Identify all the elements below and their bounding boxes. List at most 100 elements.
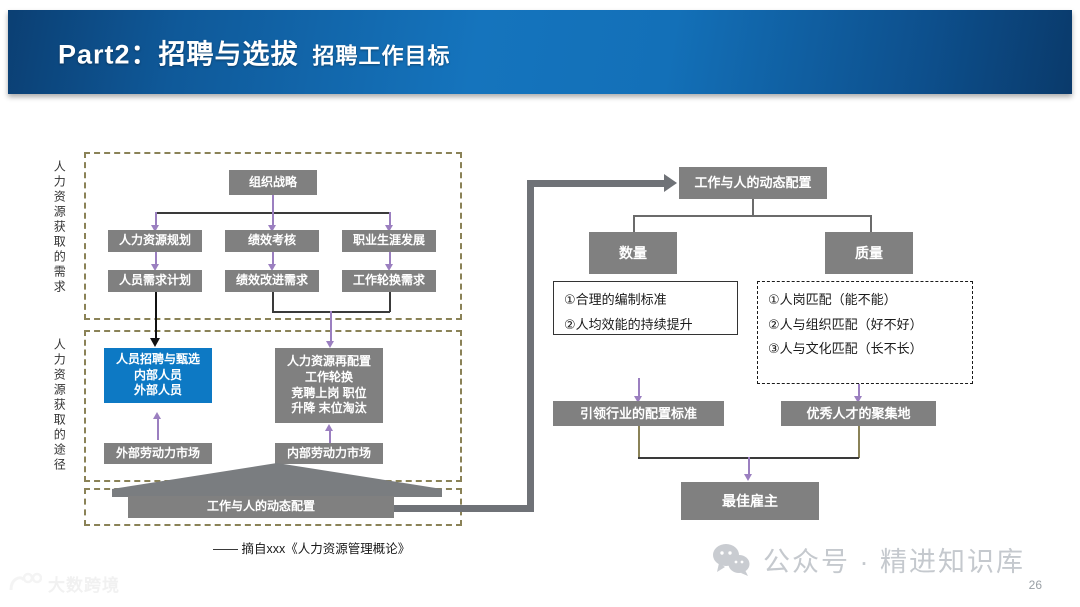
node-recruitment-line-2: 内部人员 xyxy=(133,367,182,382)
connector-demandplan-to-recruit xyxy=(155,292,157,340)
node-hr-reallocation-line-2: 工作轮换 xyxy=(304,369,353,384)
side-label-demand: 人力资源获取的需求 xyxy=(52,160,67,295)
node-staff-demand-plan[interactable]: 人员需求计划 xyxy=(108,270,202,292)
connector-career-to-rotation xyxy=(389,252,391,265)
connector-improve-down xyxy=(272,292,274,312)
node-internal-labour-market[interactable]: 内部劳动力市场 xyxy=(275,443,383,464)
arrow-career-to-rotation xyxy=(385,264,393,271)
arrow-quality-to-outcome xyxy=(854,396,862,403)
connector-to-hr-planning xyxy=(155,212,157,226)
arrow-external-market-up xyxy=(153,412,161,419)
watermark-left-label: 大数跨境 xyxy=(48,575,120,595)
node-external-labour-market[interactable]: 外部劳动力市场 xyxy=(104,443,212,464)
node-hr-reallocation[interactable]: 人力资源再配置 工作轮换 竞聘上岗 职位 升降 末位淘汰 xyxy=(275,348,383,423)
node-external-labour-market-label: 外部劳动力市场 xyxy=(115,445,200,460)
connector-bridge-horizontal-bottom xyxy=(394,505,534,512)
arrow-quantity-to-outcome xyxy=(634,396,642,403)
node-performance-review-label: 绩效考核 xyxy=(247,233,296,248)
connector-industry-down xyxy=(638,426,640,458)
node-best-employer[interactable]: 最佳雇主 xyxy=(681,482,819,520)
connector-rotation-down xyxy=(389,292,391,312)
node-organization-strategy-label: 组织战略 xyxy=(248,174,297,189)
node-quantity[interactable]: 数量 xyxy=(589,232,677,274)
page-title-main: Part2：招聘与选拔 xyxy=(58,39,299,70)
connector-quantity-to-outcome xyxy=(638,378,640,398)
node-quantity-label: 数量 xyxy=(619,244,647,261)
arrow-merge-to-realloc xyxy=(326,341,334,348)
node-quality[interactable]: 质量 xyxy=(825,232,913,274)
citation-text: —— 摘自xxx《人力资源管理概论》 xyxy=(213,542,411,556)
panel-quality-items: ①人岗匹配（能不能） ②人与组织匹配（好不好） ③人与文化匹配（长不长） xyxy=(757,281,973,384)
connector-to-quality xyxy=(870,215,872,233)
quality-item-1: ①人岗匹配（能不能） xyxy=(768,292,897,307)
arrow-bus-to-final xyxy=(744,474,752,481)
node-hr-reallocation-line-4: 升降 末位淘汰 xyxy=(291,401,367,416)
quantity-item-2: ②人均效能的持续提升 xyxy=(564,316,693,332)
quantity-item-1: ①合理的编制标准 xyxy=(564,292,667,307)
watermark-left: 大数跨境 xyxy=(8,566,158,600)
node-recruitment-line-3: 外部人员 xyxy=(133,383,182,398)
node-job-rotation-demand[interactable]: 工作轮换需求 xyxy=(342,270,436,292)
connector-external-market-up xyxy=(157,418,159,440)
node-recruitment-line-1: 人员招聘与甄选 xyxy=(115,351,200,366)
node-performance-improve-demand-label: 绩效改进需求 xyxy=(235,273,308,288)
node-staff-demand-plan-label: 人员需求计划 xyxy=(118,273,191,288)
connector-planning-to-demandplan xyxy=(155,252,157,265)
slide-header-banner: Part2：招聘与选拔招聘工作目标 xyxy=(8,10,1072,94)
connector-quality-to-outcome xyxy=(858,384,860,398)
node-industry-standard-label: 引领行业的配置标准 xyxy=(579,405,697,421)
node-dynamic-allocation-left[interactable]: 工作与人的动态配置 xyxy=(128,496,394,518)
arrow-internal-market-up xyxy=(325,424,333,431)
node-hr-reallocation-line-3: 竞聘上岗 职位 xyxy=(291,385,367,400)
node-talent-hub[interactable]: 优秀人才的聚集地 xyxy=(781,401,936,426)
node-job-rotation-demand-label: 工作轮换需求 xyxy=(352,273,425,288)
dashukuajing-logo-icon xyxy=(9,572,42,591)
quality-item-3: ③人与文化匹配（长不长） xyxy=(768,341,923,357)
page-number: 26 xyxy=(1028,578,1042,592)
arrow-bridge-to-right-root xyxy=(664,174,677,192)
node-talent-hub-label: 优秀人才的聚集地 xyxy=(806,405,911,421)
page-title-sub: 招聘工作目标 xyxy=(312,43,451,69)
connector-talent-down xyxy=(858,426,860,458)
page-title: Part2：招聘与选拔招聘工作目标 xyxy=(58,33,451,72)
node-career-development[interactable]: 职业生涯发展 xyxy=(342,230,436,252)
node-career-development-label: 职业生涯发展 xyxy=(352,233,425,248)
side-label-channel: 人力资源获取的途径 xyxy=(52,338,67,473)
connector-bus-to-final xyxy=(748,457,750,475)
connector-bridge-vertical xyxy=(527,180,534,512)
region-demand xyxy=(84,152,462,320)
connector-internal-market-up xyxy=(329,430,331,445)
node-hr-planning-label: 人力资源规划 xyxy=(118,233,191,248)
node-industry-standard[interactable]: 引领行业的配置标准 xyxy=(553,401,724,426)
node-internal-labour-market-label: 内部劳动力市场 xyxy=(286,445,371,460)
quality-item-2: ②人与组织匹配（好不好） xyxy=(768,316,923,332)
node-organization-strategy[interactable]: 组织战略 xyxy=(229,170,317,195)
node-hr-planning[interactable]: 人力资源规划 xyxy=(108,230,202,252)
arrow-planning-to-demandplan xyxy=(151,264,159,271)
funnel-chevron-shape xyxy=(112,463,442,497)
node-recruitment-selection[interactable]: 人员招聘与甄选 内部人员 外部人员 xyxy=(104,348,212,403)
watermark-right-label: 公众号 · 精进知识库 xyxy=(763,547,1025,577)
arrow-demandplan-to-recruit xyxy=(150,338,160,347)
connector-to-career xyxy=(389,212,391,226)
node-performance-review[interactable]: 绩效考核 xyxy=(225,230,319,252)
node-performance-improve-demand[interactable]: 绩效改进需求 xyxy=(225,270,319,292)
node-hr-reallocation-line-1: 人力资源再配置 xyxy=(286,353,371,368)
connector-right-root-bus xyxy=(633,215,871,217)
wechat-icon xyxy=(713,543,750,576)
connector-merge-to-realloc xyxy=(330,311,332,342)
connector-right-root-stem xyxy=(752,199,754,216)
node-dynamic-allocation-right[interactable]: 工作与人的动态配置 xyxy=(679,167,827,199)
node-dynamic-allocation-left-label: 工作与人的动态配置 xyxy=(206,499,315,514)
connector-to-quantity xyxy=(633,215,635,233)
arrow-to-performance xyxy=(268,225,276,232)
arrow-to-hr-planning xyxy=(151,225,159,232)
connector-bridge-horizontal-top xyxy=(527,180,665,187)
watermark-right: 公众号 · 精进知识库 xyxy=(711,540,1025,579)
node-dynamic-allocation-right-label: 工作与人的动态配置 xyxy=(694,175,812,191)
node-best-employer-label: 最佳雇主 xyxy=(722,492,778,509)
connector-review-to-improve xyxy=(272,252,274,265)
connector-to-performance xyxy=(272,195,274,226)
arrow-review-to-improve xyxy=(268,264,276,271)
